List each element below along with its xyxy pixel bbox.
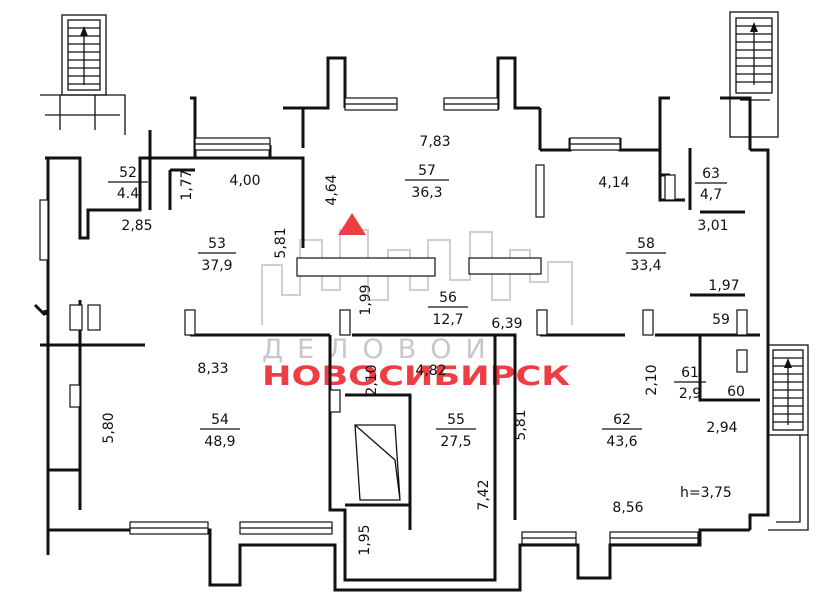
staircase-top-left-icon [40, 14, 126, 135]
dim-8-33: 8,33 [197, 361, 228, 377]
staircase-top-right-icon [729, 11, 779, 138]
svg-text:63: 63 [702, 166, 720, 182]
room-61: 61 2,9 [674, 365, 706, 402]
svg-text:2,9: 2,9 [679, 386, 701, 402]
svg-text:4,7: 4,7 [700, 187, 722, 203]
dim-6-39: 6,39 [491, 316, 522, 332]
watermark: ДЕЛОВОЙ НОВОСИБИРСК [261, 213, 573, 392]
svg-text:12,7: 12,7 [432, 312, 463, 328]
room-57: 57 36,3 [405, 163, 449, 201]
watermark-skyline-icon [261, 229, 573, 325]
dimension-labels: 7,83 4,00 4,64 1,77 2,85 5,81 4,14 3,01 … [101, 134, 740, 556]
svg-text:37,9: 37,9 [201, 258, 232, 274]
room-labels: 52 4.4 53 37,9 54 48,9 55 27,5 56 12,7 5… [108, 163, 745, 450]
room-54: 54 48,9 [200, 412, 240, 450]
svg-text:57: 57 [418, 163, 436, 179]
svg-text:33,4: 33,4 [630, 258, 661, 274]
dim-5-81-left: 5,81 [273, 227, 289, 258]
room-63: 63 4,7 [695, 166, 727, 203]
columns [69, 174, 748, 413]
dim-1-97: 1,97 [708, 278, 739, 294]
svg-text:59: 59 [712, 312, 730, 328]
dim-2-10-right: 2,10 [644, 364, 660, 395]
svg-text:4.4: 4.4 [117, 186, 139, 202]
dim-2-85: 2,85 [121, 218, 152, 234]
watermark-word: ДЕЛОВОЙ [262, 333, 500, 365]
svg-text:54: 54 [211, 412, 229, 428]
room-60: 60 [727, 384, 745, 400]
room-58: 58 33,4 [626, 236, 666, 274]
dim-3-01: 3,01 [697, 218, 728, 234]
watermark-triangle-icon [338, 213, 366, 235]
ceiling-height: h=3,75 [680, 485, 732, 501]
dim-5-81-right: 5,81 [513, 409, 529, 440]
dim-4-00: 4,00 [229, 173, 260, 189]
svg-text:56: 56 [439, 290, 457, 306]
room-53: 53 37,9 [198, 236, 236, 274]
dim-4-14: 4,14 [598, 175, 629, 191]
dim-1-77: 1,77 [179, 169, 195, 200]
dim-4-64: 4,64 [324, 174, 340, 205]
dim-8-56: 8,56 [612, 500, 643, 516]
dim-7-83: 7,83 [419, 134, 450, 150]
exterior-walls [33, 56, 770, 592]
dim-4-82: 4,82 [415, 363, 446, 379]
svg-text:52: 52 [119, 165, 137, 181]
staircase-right-icon [767, 344, 809, 531]
svg-text:43,6: 43,6 [606, 434, 637, 450]
svg-text:60: 60 [727, 384, 745, 400]
svg-text:62: 62 [613, 412, 631, 428]
watermark-city: НОВОСИБИРСК [262, 361, 570, 392]
room-59: 59 [712, 312, 730, 328]
dim-1-99: 1,99 [358, 284, 374, 315]
room-52: 52 4.4 [108, 165, 148, 202]
dim-1-95: 1,95 [357, 524, 373, 555]
svg-text:36,3: 36,3 [411, 185, 442, 201]
dim-5-80: 5,80 [101, 412, 117, 443]
svg-text:61: 61 [681, 365, 699, 381]
svg-text:58: 58 [637, 236, 655, 252]
dim-7-42: 7,42 [476, 479, 492, 510]
svg-text:55: 55 [447, 412, 465, 428]
svg-text:48,9: 48,9 [204, 434, 235, 450]
dim-2-94: 2,94 [706, 420, 737, 436]
windows [39, 97, 699, 545]
svg-text:27,5: 27,5 [440, 434, 471, 450]
room-55: 55 27,5 [436, 412, 476, 450]
room-56: 56 12,7 [428, 290, 468, 328]
room-62: 62 43,6 [602, 412, 642, 450]
svg-text:53: 53 [208, 236, 226, 252]
dim-2-10-center: 2,10 [364, 364, 380, 395]
